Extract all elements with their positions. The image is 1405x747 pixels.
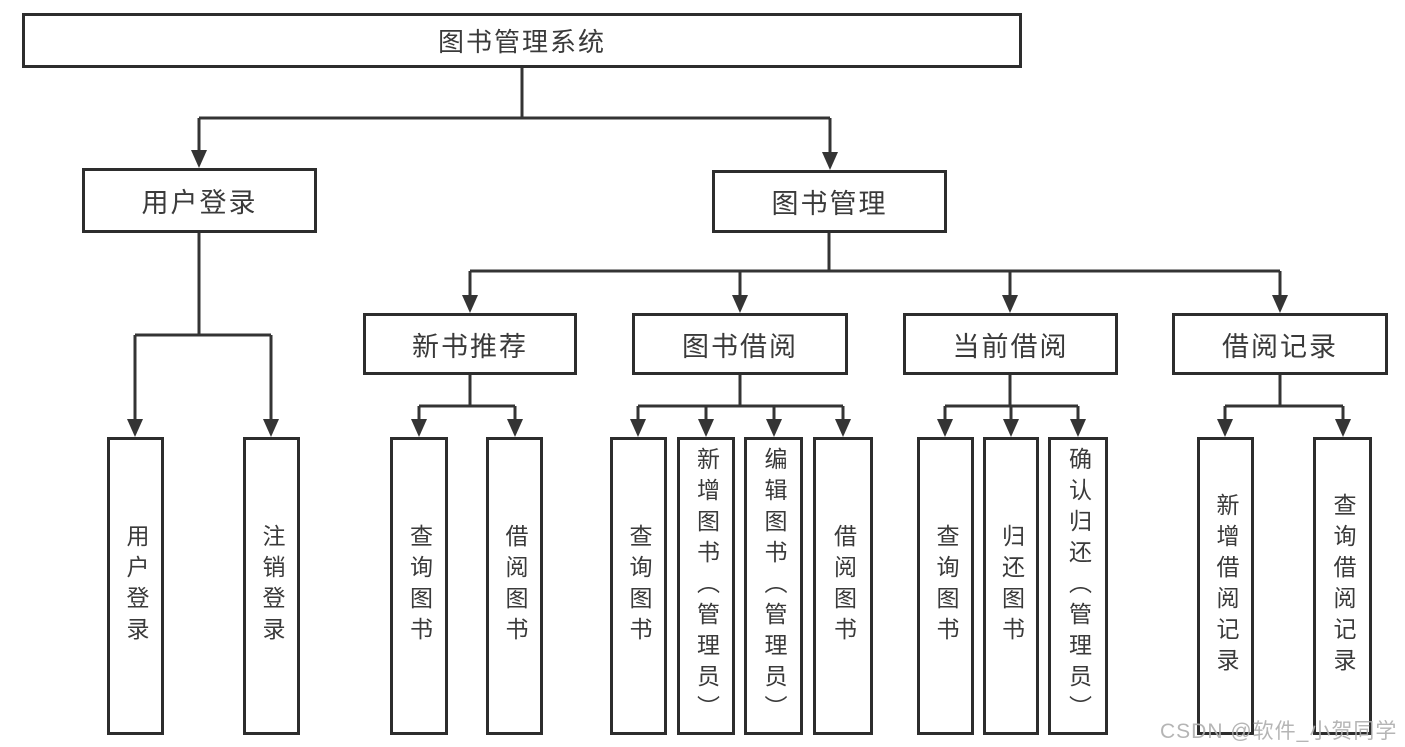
leaf-add-borrow-record: 新增借阅记录 (1197, 437, 1254, 735)
leaf-logout: 注销登录 (243, 437, 300, 735)
node-library-management-system: 图书管理系统 (22, 13, 1022, 68)
leaf-add-book-admin: 新增图书（管理员） (677, 437, 735, 735)
node-user-login: 用户登录 (82, 168, 317, 233)
node-new-book-recommendation: 新书推荐 (363, 313, 577, 375)
leaf-edit-book-admin: 编辑图书（管理员） (744, 437, 803, 735)
leaf-query-books-borrow: 查询图书 (610, 437, 667, 735)
leaf-user-login: 用户登录 (107, 437, 164, 735)
leaf-return-books: 归还图书 (983, 437, 1039, 735)
leaf-borrow-books: 借阅图书 (813, 437, 873, 735)
leaf-confirm-return-admin: 确认归还（管理员） (1048, 437, 1108, 735)
arrowhead-icons (127, 150, 1351, 437)
watermark: CSDN @软件_小贺同学 (1160, 720, 1398, 743)
leaf-borrow-books-recommend: 借阅图书 (486, 437, 543, 735)
leaf-query-books-current: 查询图书 (917, 437, 974, 735)
node-book-management: 图书管理 (712, 170, 947, 233)
node-book-borrowing: 图书借阅 (632, 313, 848, 375)
leaf-query-borrow-record: 查询借阅记录 (1313, 437, 1372, 735)
node-current-borrowing: 当前借阅 (903, 313, 1118, 375)
node-borrowing-records: 借阅记录 (1172, 313, 1388, 375)
leaf-query-books-recommend: 查询图书 (390, 437, 448, 735)
